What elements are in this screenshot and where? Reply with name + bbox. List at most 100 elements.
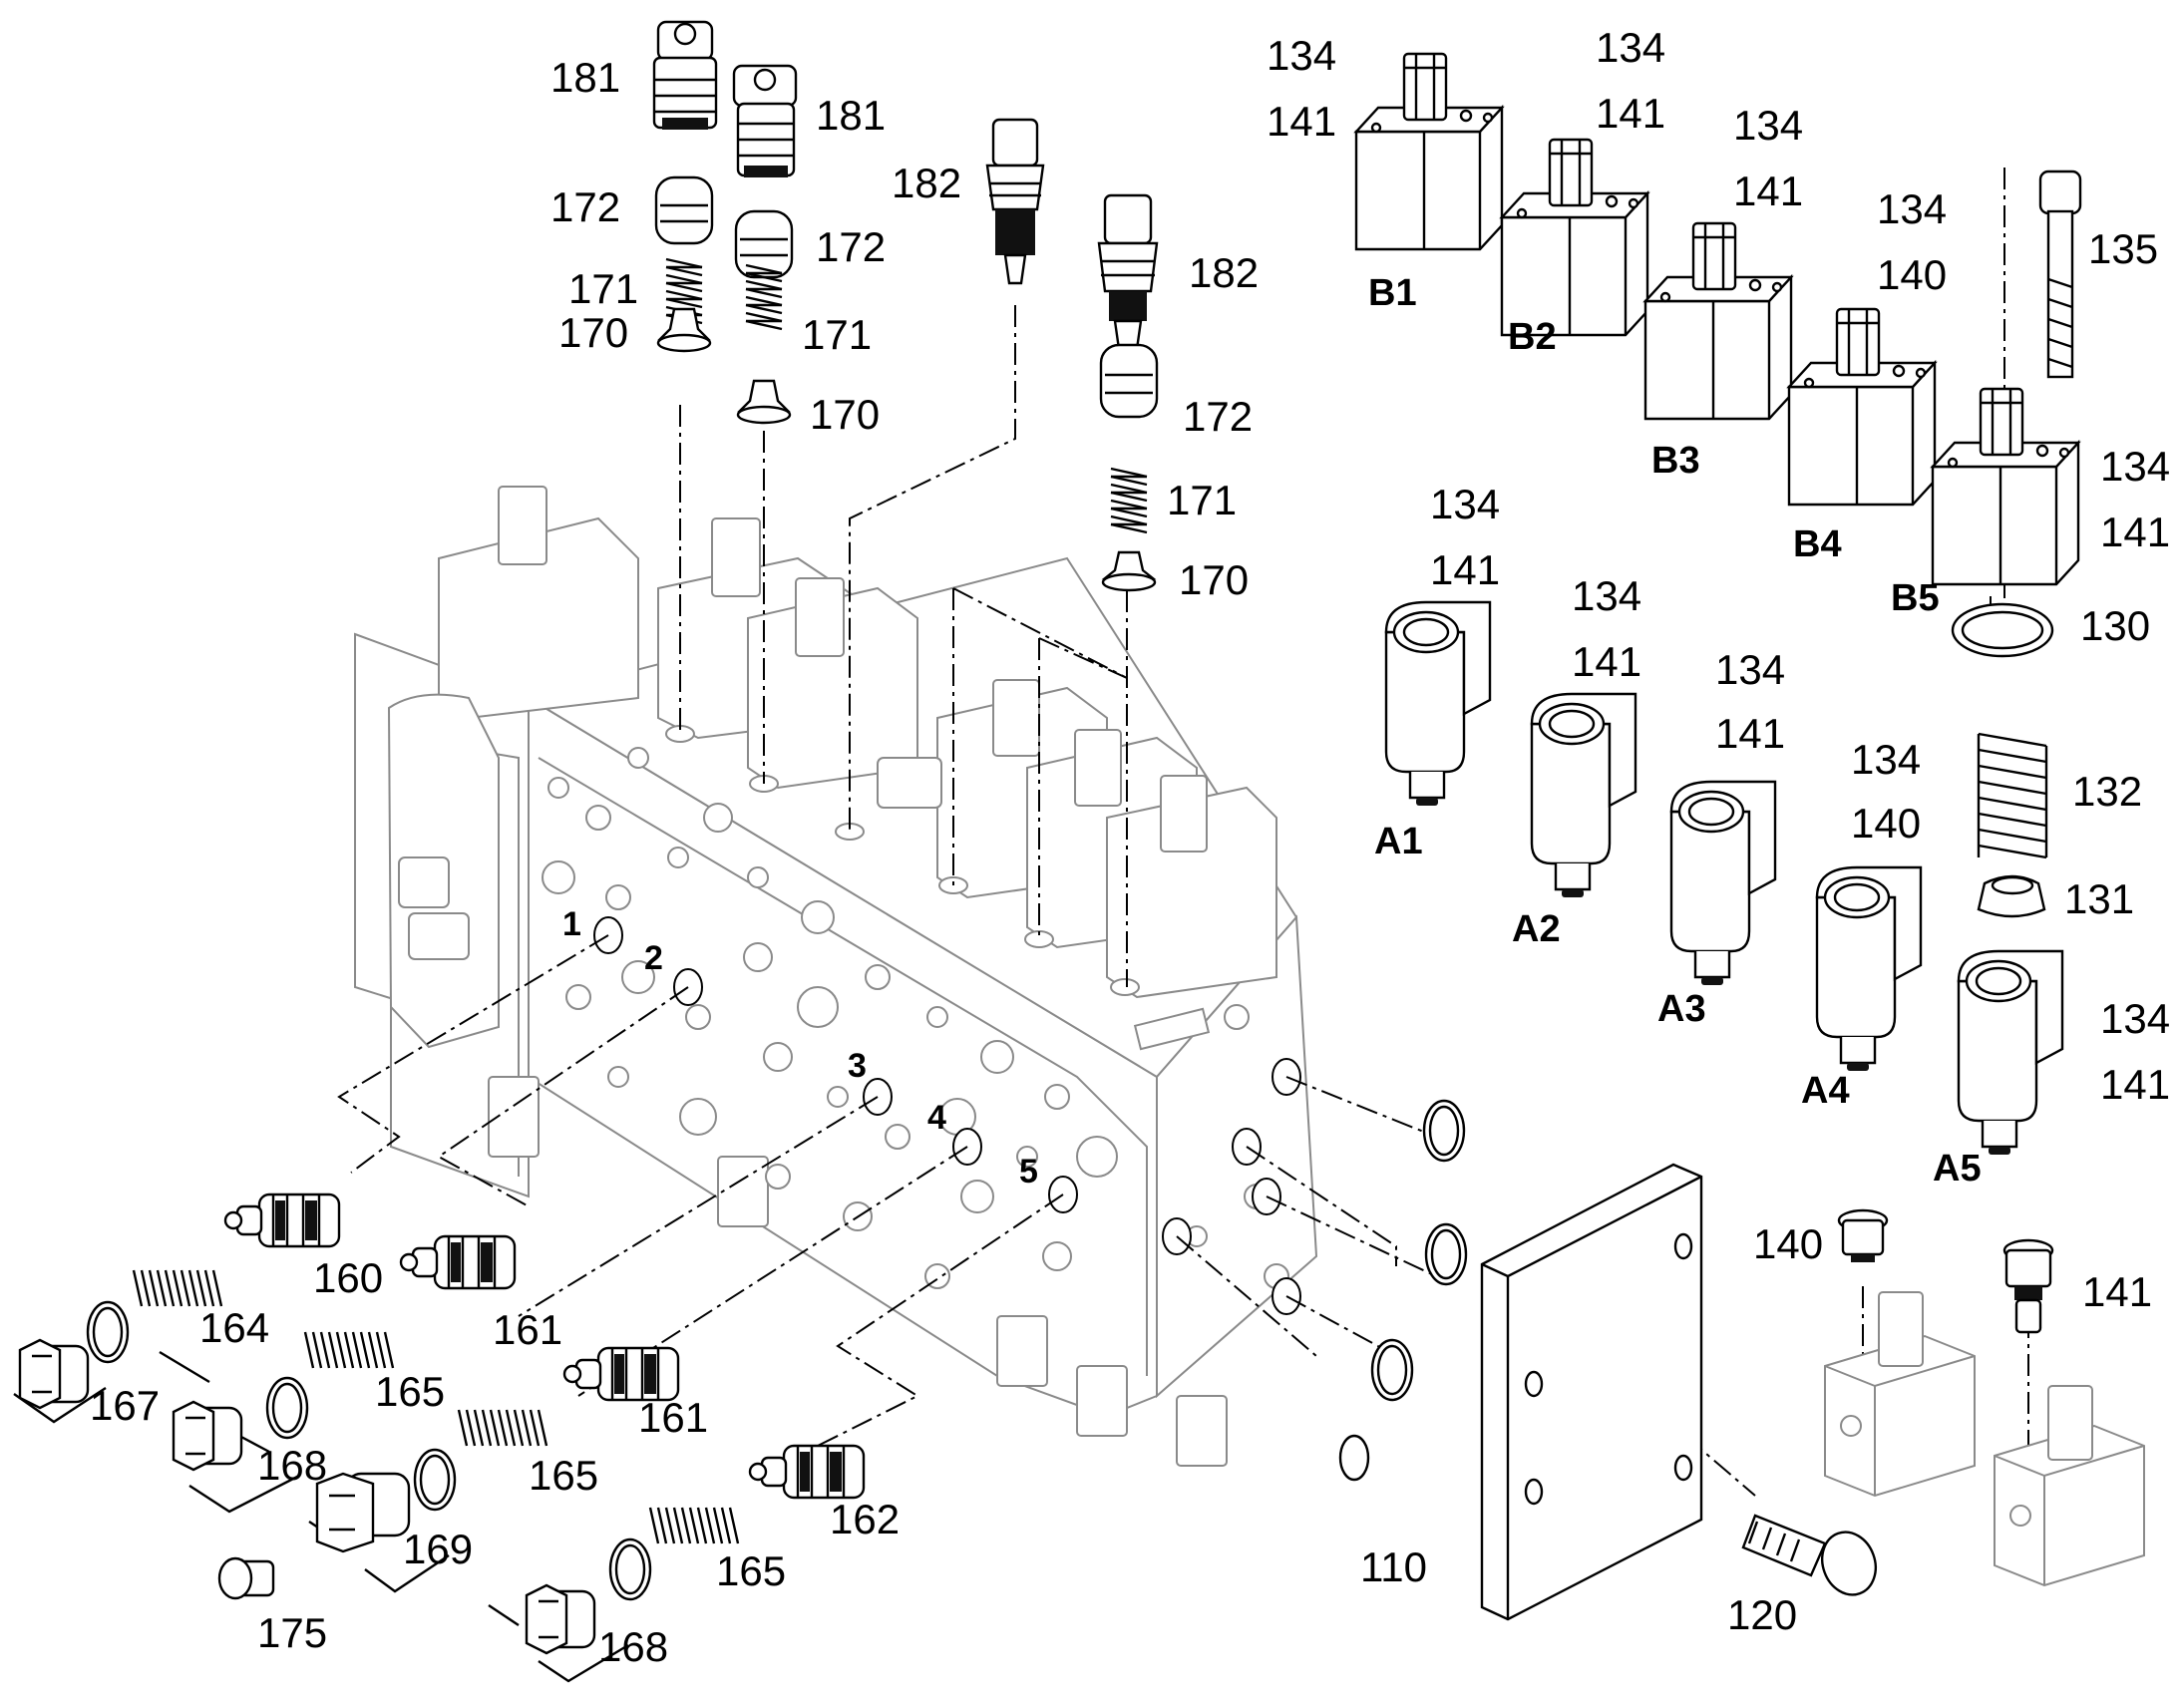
label-171-left: 171 [568, 265, 638, 312]
o-ring-port-4 [1338, 1434, 1370, 1482]
solenoid-b3 [1643, 221, 1793, 421]
o-ring-168-upper [265, 1376, 309, 1440]
label-171-middle: 171 [802, 311, 872, 358]
pilot-body-a3 [1669, 780, 1777, 987]
label-B3: B3 [1651, 440, 1700, 482]
spring-132 [1977, 732, 2048, 859]
pilot-body-a5 [1957, 949, 2064, 1157]
o-ring-168-lower [608, 1537, 652, 1601]
label-b2-141: 141 [1596, 90, 1665, 137]
label-port-5: 5 [1019, 1153, 1038, 1191]
pilot-body-a1 [1384, 600, 1492, 808]
label-a3-134: 134 [1715, 646, 1785, 693]
label-A4: A4 [1801, 1070, 1850, 1112]
label-175: 175 [257, 1609, 327, 1656]
label-port-3: 3 [848, 1047, 867, 1085]
spool-161-upper [399, 1234, 517, 1290]
seat-170-middle [736, 379, 792, 425]
label-a3-141: 141 [1715, 710, 1785, 757]
label-181-left: 181 [550, 54, 620, 101]
label-a4-134: 134 [1851, 736, 1921, 783]
label-a1-141: 141 [1430, 546, 1500, 593]
solenoid-b4 [1787, 307, 1937, 507]
plug-175 [217, 1556, 275, 1600]
label-182-left: 182 [892, 160, 961, 206]
label-170-left: 170 [558, 309, 628, 356]
label-A3: A3 [1657, 988, 1706, 1030]
o-ring-port-2 [1424, 1222, 1468, 1286]
seat-170-right [1101, 550, 1157, 592]
spring-164 [132, 1268, 223, 1308]
label-141: 141 [2082, 1268, 2152, 1315]
label-167: 167 [90, 1382, 160, 1429]
label-132: 132 [2072, 768, 2142, 815]
seat-170-left [656, 307, 712, 353]
spool-160 [223, 1193, 341, 1248]
plug-167 [18, 1338, 90, 1410]
label-171-right: 171 [1167, 477, 1237, 523]
label-A2: A2 [1512, 908, 1561, 950]
label-181-right: 181 [816, 92, 886, 139]
label-A1: A1 [1374, 821, 1423, 862]
cover-plate-110 [1480, 1163, 1703, 1621]
poppet-172-left [654, 175, 714, 245]
label-172-left: 172 [550, 183, 620, 230]
poppet-172-right [1099, 343, 1159, 419]
label-182-right: 182 [1189, 249, 1259, 296]
screw-120 [1741, 1514, 1877, 1596]
spring-171-right [1109, 467, 1149, 534]
label-170-middle: 170 [810, 391, 880, 438]
label-a1-134: 134 [1430, 481, 1500, 527]
label-120: 120 [1727, 1591, 1797, 1638]
label-b1-134: 134 [1267, 32, 1336, 79]
label-b5-134: 134 [2100, 443, 2170, 490]
label-165-lower: 165 [716, 1547, 786, 1594]
label-port-2: 2 [644, 939, 663, 977]
o-ring-port-3 [1370, 1338, 1414, 1402]
label-b2-134: 134 [1596, 24, 1665, 71]
label-B5: B5 [1891, 577, 1940, 619]
label-b1-141: 141 [1267, 98, 1336, 145]
label-135: 135 [2088, 225, 2158, 272]
label-140: 140 [1753, 1220, 1823, 1267]
label-168-upper: 168 [257, 1442, 327, 1489]
label-a5-141: 141 [2100, 1061, 2170, 1108]
label-B2: B2 [1508, 316, 1557, 358]
label-b3-141: 141 [1733, 168, 1803, 214]
label-port-4: 4 [927, 1099, 946, 1137]
o-ring-130 [1951, 602, 2054, 658]
spool-162 [748, 1444, 866, 1500]
solenoid-b5 [1931, 387, 2080, 586]
label-161-upper: 161 [493, 1306, 562, 1353]
o-ring-167 [86, 1300, 130, 1364]
poppet-172-middle [734, 209, 794, 279]
label-170-right: 170 [1179, 556, 1249, 603]
label-a5-134: 134 [2100, 995, 2170, 1042]
label-b5-141: 141 [2100, 509, 2170, 555]
pilot-assembly-gray-right [1994, 1385, 2145, 1587]
plug-141 [2002, 1238, 2054, 1334]
cartridge-181-right [732, 64, 798, 177]
spring-165-middle [457, 1408, 548, 1448]
solenoid-b1 [1354, 52, 1504, 251]
o-ring-port-1 [1422, 1099, 1466, 1163]
main-valve-block [354, 486, 1318, 1467]
retainer-131 [1977, 874, 2046, 918]
label-172-middle: 172 [816, 223, 886, 270]
label-port-1: 1 [562, 905, 581, 943]
plug-168-lower [525, 1583, 596, 1655]
label-168-lower: 168 [598, 1623, 668, 1670]
pilot-body-a4 [1815, 865, 1923, 1073]
label-131: 131 [2064, 875, 2134, 922]
label-165-middle: 165 [529, 1452, 598, 1499]
solenoid-b2 [1500, 138, 1649, 337]
label-161-lower: 161 [638, 1394, 708, 1441]
plug-168-upper [172, 1400, 243, 1472]
label-110: 110 [1360, 1543, 1427, 1590]
o-ring-169 [413, 1448, 457, 1512]
plug-140 [1837, 1208, 1889, 1262]
label-B4: B4 [1793, 523, 1842, 565]
label-a4-140: 140 [1851, 800, 1921, 847]
relief-valve-182-left [985, 118, 1045, 285]
